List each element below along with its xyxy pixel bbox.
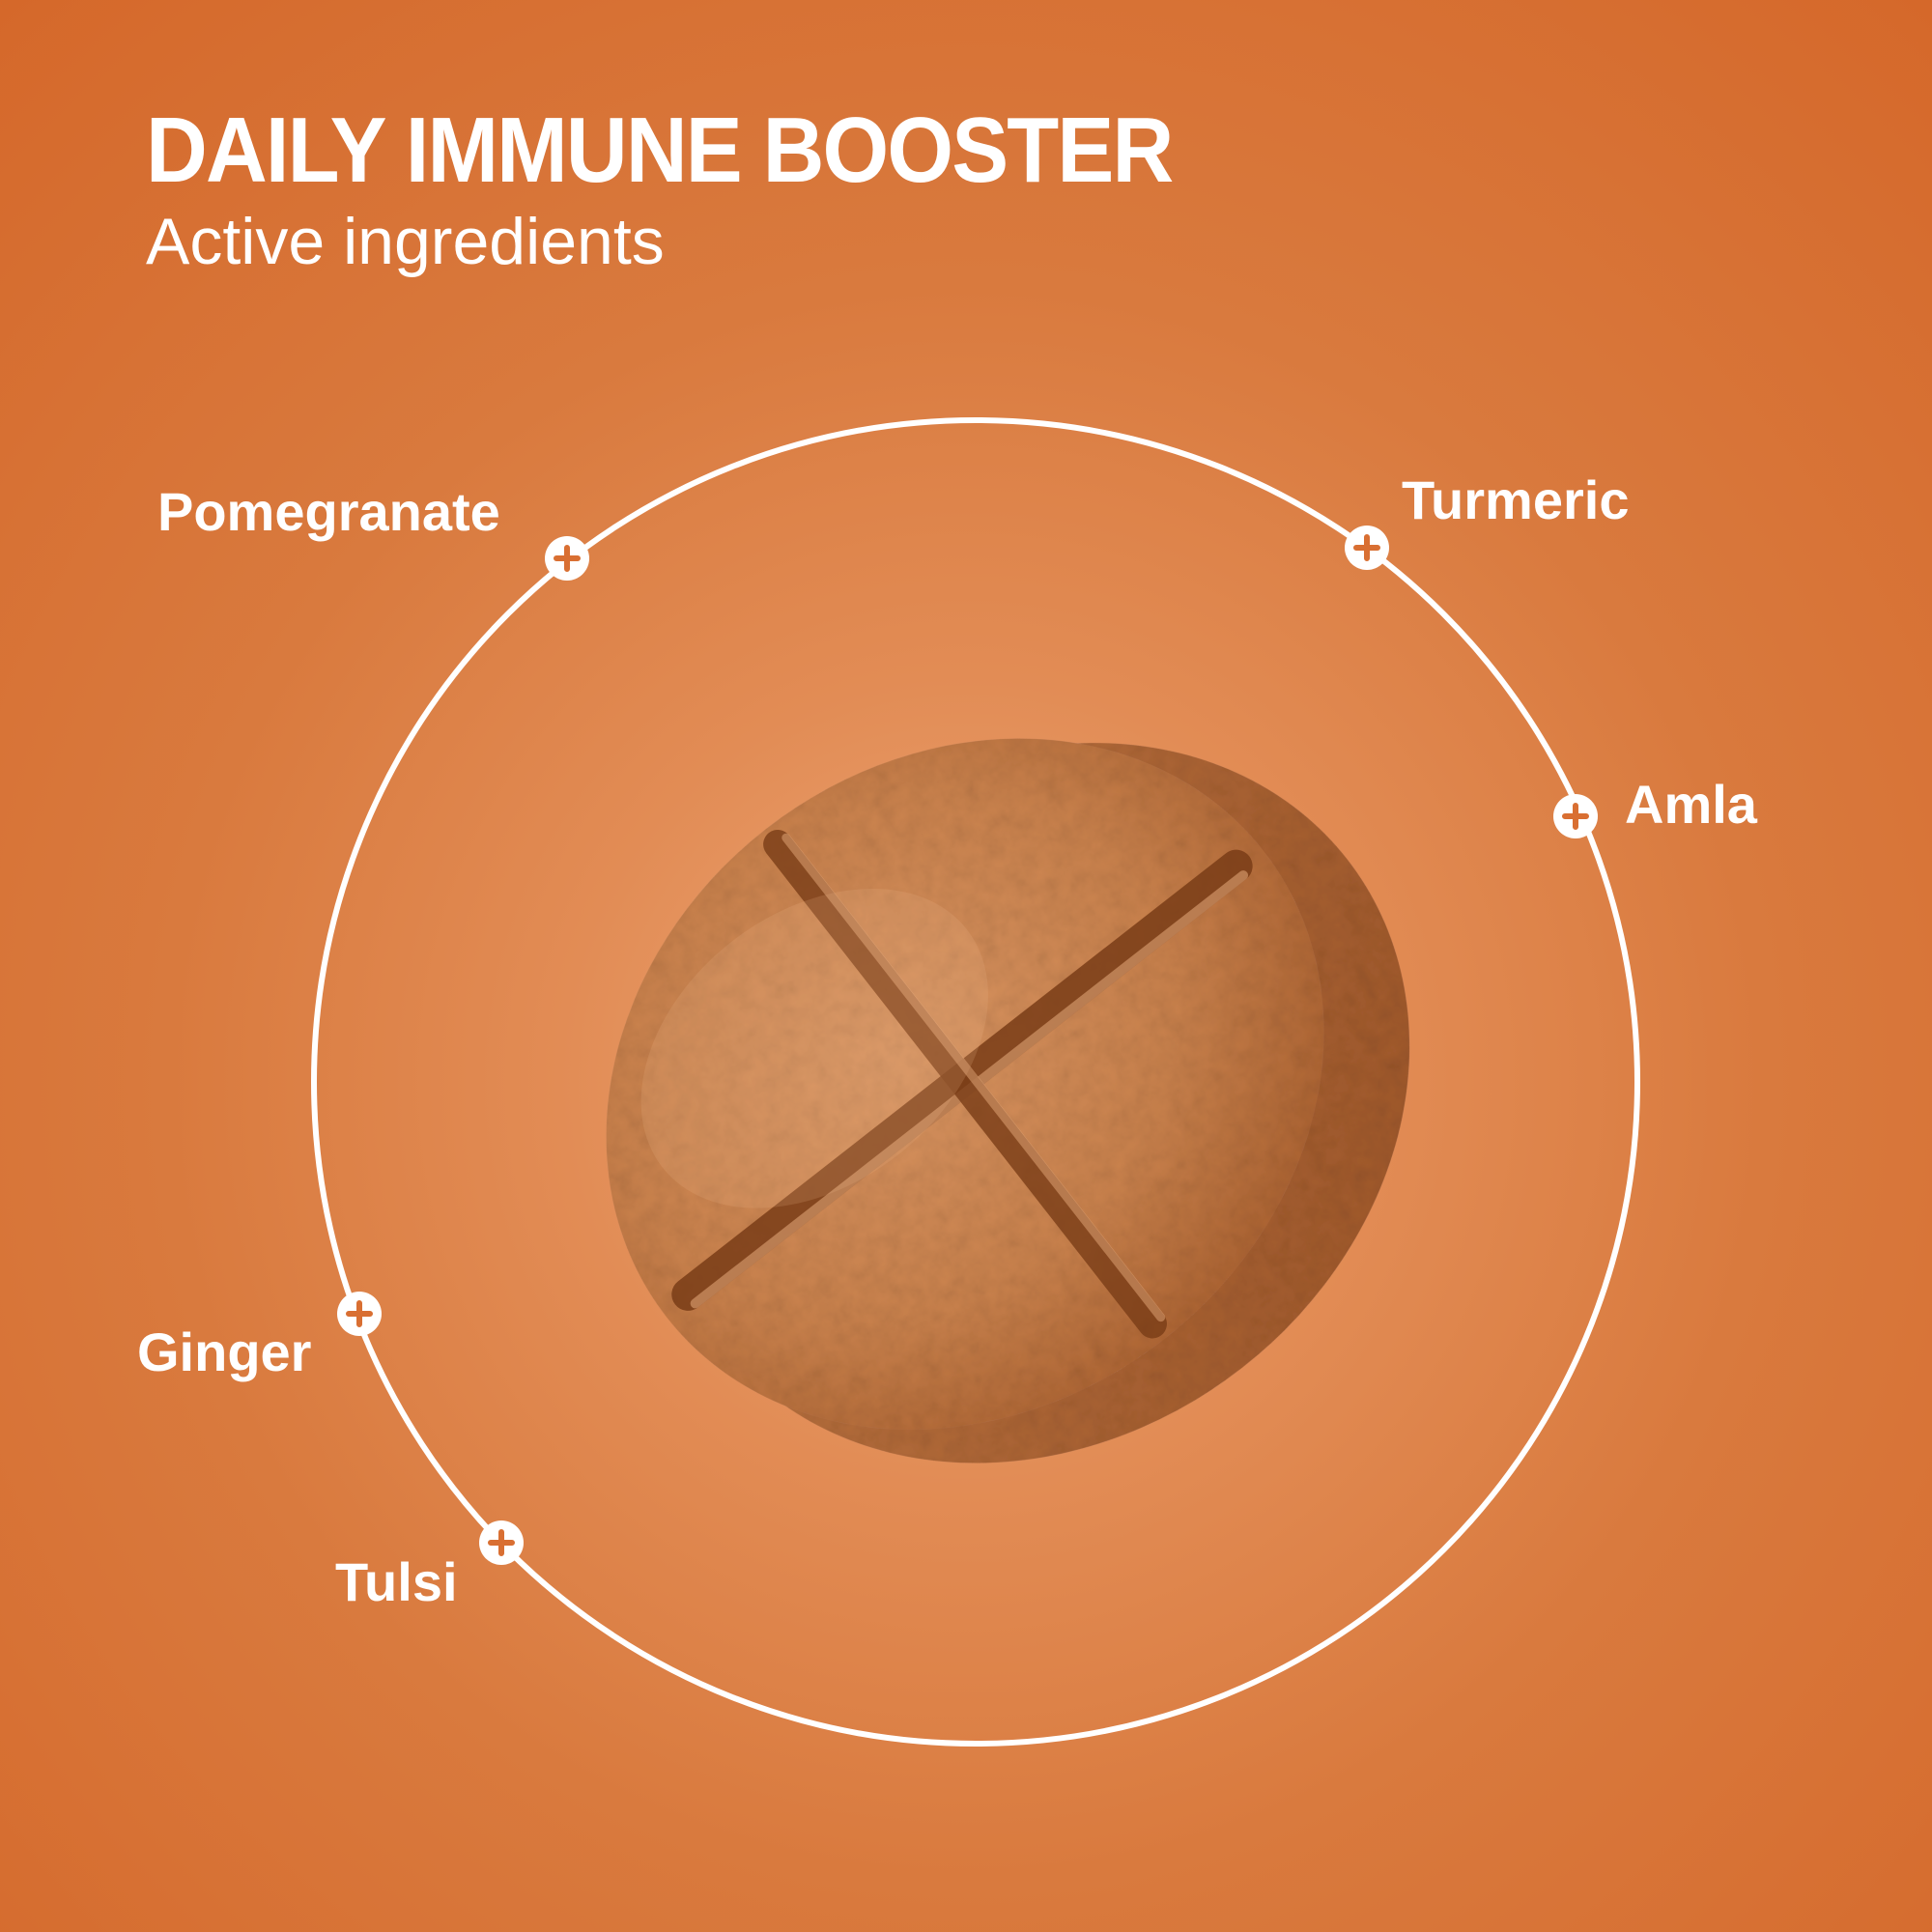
marker-turmeric (1345, 526, 1389, 570)
page-title: DAILY IMMUNE BOOSTER (146, 99, 1174, 202)
label-tulsi: Tulsi (335, 1551, 458, 1612)
plus-icon (488, 1529, 515, 1556)
marker-ginger (337, 1292, 382, 1336)
marker-tulsi (479, 1520, 524, 1565)
label-turmeric: Turmeric (1402, 469, 1630, 530)
marker-amla (1553, 794, 1598, 838)
plus-icon (346, 1300, 373, 1327)
plus-icon (1353, 534, 1380, 561)
header: DAILY IMMUNE BOOSTER Active ingredients (146, 99, 1262, 278)
page-subtitle: Active ingredients (146, 205, 665, 278)
tablet-image (606, 738, 1410, 1463)
label-pomegranate: Pomegranate (157, 481, 500, 542)
label-ginger: Ginger (137, 1321, 312, 1382)
marker-pomegranate (545, 536, 589, 581)
label-amla: Amla (1625, 774, 1757, 835)
plus-icon (1562, 803, 1589, 830)
orbit-ring (311, 417, 1640, 1747)
plus-icon (554, 545, 581, 572)
